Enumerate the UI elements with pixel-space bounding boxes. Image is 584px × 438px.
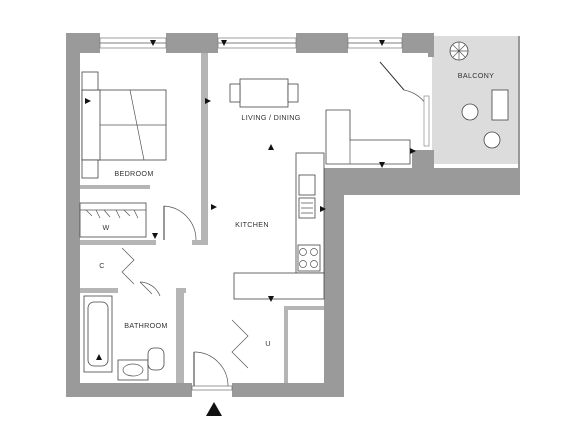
bed (81, 71, 167, 179)
room-label-balcony: BALCONY (458, 71, 494, 80)
room-label-bathroom: BATHROOM (124, 321, 167, 330)
bathroom-fixtures (83, 281, 165, 381)
windows (99, 37, 403, 49)
room-label-living-dining: LIVING / DINING (241, 113, 300, 122)
measurement-markers (85, 40, 416, 416)
room-label-cupboard: C (99, 261, 105, 270)
balcony-railing (518, 36, 520, 188)
balcony-furniture (449, 41, 509, 149)
exterior-walls (66, 33, 520, 397)
entrance-door (191, 351, 233, 391)
wardrobe (79, 202, 147, 238)
sofa (325, 109, 411, 165)
room-label-wardrobe: W (102, 223, 109, 232)
room-label-kitchen: KITCHEN (235, 220, 269, 229)
kitchen-counter (233, 152, 325, 300)
room-label-bedroom: BEDROOM (114, 169, 153, 178)
dining-table (229, 78, 299, 108)
balcony-door (379, 61, 430, 147)
room-label-utility: U (265, 339, 271, 348)
cupboard-door (121, 247, 135, 285)
bedroom-door (163, 205, 197, 241)
interior-walls (80, 53, 324, 383)
utility-door (231, 319, 249, 369)
